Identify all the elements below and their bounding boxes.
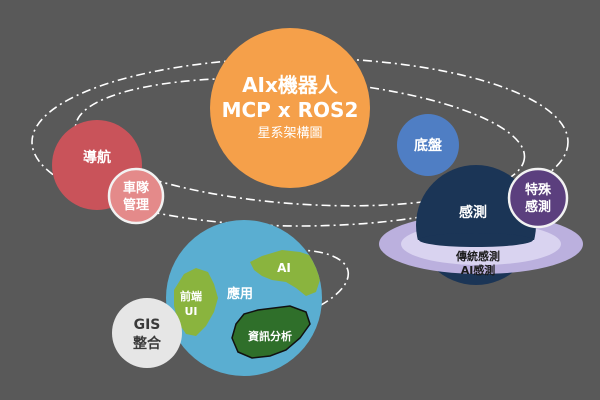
ai-label: AI bbox=[277, 261, 291, 275]
sun-core: AIx機器人 MCP x ROS2 星系架構圖 bbox=[210, 28, 370, 188]
gis-label-line1: GIS bbox=[134, 317, 161, 333]
fleet-circle bbox=[109, 169, 163, 223]
gis-label-line2: 整合 bbox=[132, 335, 162, 352]
fleet-label-line1: 車隊 bbox=[123, 180, 150, 196]
sensing-label: 感測 bbox=[459, 204, 487, 221]
ring-label-line1: 傳統感測 bbox=[455, 249, 500, 263]
frontend-label-line2: UI bbox=[184, 305, 197, 318]
fleet-management-moon: 車隊 管理 bbox=[109, 169, 163, 223]
frontend-label-line1: 前端 bbox=[180, 289, 202, 303]
special-sensing-line1: 特殊 bbox=[525, 182, 552, 198]
gis-circle bbox=[112, 298, 182, 368]
sensing-body-lower-cap bbox=[419, 233, 533, 247]
fleet-label-line2: 管理 bbox=[123, 197, 149, 213]
gis-integration-moon: GIS 整合 bbox=[112, 298, 182, 368]
ring-label-line2: AI感測 bbox=[461, 263, 496, 277]
application-label: 應用 bbox=[227, 286, 253, 302]
data-analysis-label: 資訊分析 bbox=[248, 329, 292, 343]
sun-caption: 星系架構圖 bbox=[257, 126, 322, 141]
sun-subtitle: MCP x ROS2 bbox=[222, 98, 359, 122]
special-sensing-moon: 特殊 感測 bbox=[509, 169, 567, 227]
application-planet: 應用 AI 前端 UI 資訊分析 bbox=[166, 220, 322, 376]
sun-title: AIx機器人 bbox=[242, 73, 339, 97]
special-sensing-circle bbox=[509, 169, 567, 227]
chassis-planet: 底盤 bbox=[397, 114, 459, 176]
chassis-label: 底盤 bbox=[414, 137, 443, 154]
special-sensing-line2: 感測 bbox=[525, 199, 551, 215]
navigation-label: 導航 bbox=[83, 149, 111, 166]
